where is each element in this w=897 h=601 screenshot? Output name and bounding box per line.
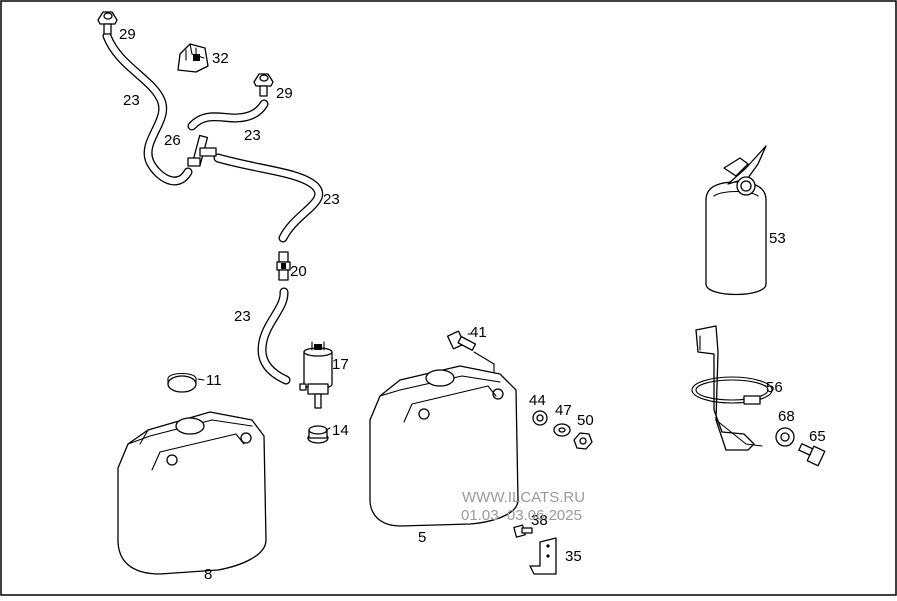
callout-23-upper-middle: 23 [244, 127, 261, 144]
callout-47: 47 [555, 402, 572, 419]
callout-32: 32 [212, 50, 229, 67]
callout-5: 5 [418, 529, 426, 546]
callout-53: 53 [769, 230, 786, 247]
washer-47 [553, 423, 571, 437]
extinguisher-holder-56 [691, 325, 773, 451]
callout-44: 44 [529, 392, 546, 409]
callout-17: 17 [332, 356, 349, 373]
callout-65: 65 [809, 428, 826, 445]
callout-23-lower: 23 [234, 308, 251, 325]
fire-extinguisher-53 [705, 145, 767, 296]
callout-56: 56 [766, 379, 783, 396]
washer-pump-17 [299, 341, 333, 409]
screw-38 [513, 524, 533, 538]
callout-29-right: 29 [276, 85, 293, 102]
callout-14: 14 [332, 422, 349, 439]
washer-44 [532, 410, 548, 426]
hose-clip-32 [177, 43, 209, 73]
grommet-14 [307, 425, 329, 444]
watermark-site: WWW.ILCATS.RU [462, 489, 585, 506]
callout-29-left: 29 [119, 26, 136, 43]
washer-reservoir-8 [117, 411, 267, 575]
callout-8: 8 [204, 566, 212, 583]
callout-35: 35 [565, 548, 582, 565]
hose-23-middle [213, 153, 324, 243]
callout-68: 68 [778, 408, 795, 425]
washer-nozzle-29-left [97, 11, 118, 35]
callout-20: 20 [290, 263, 307, 280]
washer-reservoir-5 [369, 365, 519, 527]
callout-38: 38 [531, 512, 548, 529]
callout-50: 50 [577, 412, 594, 429]
hose-connector-20 [276, 251, 291, 281]
hose-23-upper-left [102, 31, 193, 186]
callout-41: 41 [470, 324, 487, 341]
hose-23-small-upper [187, 99, 269, 131]
t-connector-26 [187, 134, 217, 167]
bolt-41 [446, 330, 495, 377]
washer-nozzle-29-right [253, 73, 274, 97]
bolt-65 [798, 443, 826, 467]
callout-23-top-left: 23 [123, 92, 140, 109]
washer-68 [775, 427, 795, 447]
callout-23-right: 23 [323, 191, 340, 208]
filler-cap-11 [167, 372, 197, 393]
callout-11: 11 [206, 372, 222, 389]
watermark-dates: 01.03 03.06.2025 [461, 507, 582, 524]
hose-23-lower [257, 287, 291, 385]
leader-lines [197, 333, 767, 431]
callout-26: 26 [164, 132, 181, 149]
bracket-35 [529, 537, 557, 575]
nut-50 [573, 432, 593, 450]
